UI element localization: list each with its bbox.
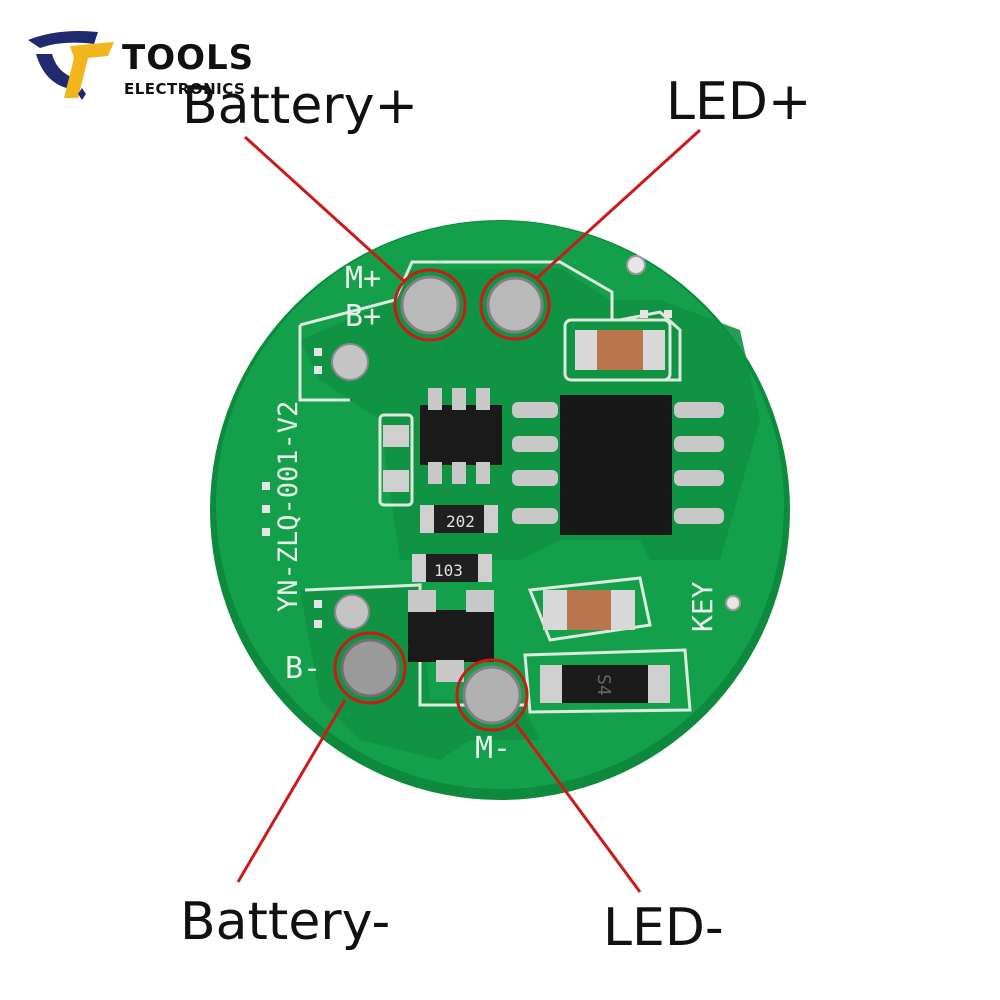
- silk-key: KEY: [686, 581, 719, 632]
- logo-subtitle: ELECTRONICS: [124, 80, 246, 98]
- silk-diode: S4: [593, 674, 614, 696]
- pad-battery-plus: [400, 275, 460, 335]
- leader-battery-plus: [243, 135, 407, 284]
- silk-res-202: 202: [446, 512, 475, 531]
- leader-led-plus: [535, 128, 702, 280]
- ring-battery-minus: [333, 631, 407, 705]
- silk-res-103: 103: [434, 561, 463, 580]
- ic-sot23: [420, 388, 502, 484]
- pad-battery-minus: [340, 638, 400, 698]
- ring-battery-plus: [393, 268, 467, 342]
- callout-markers: [236, 128, 702, 893]
- silk-m-minus: M-: [475, 731, 511, 766]
- ic-sop8: [512, 395, 724, 535]
- silk-b-minus: B-: [285, 651, 321, 686]
- test-points: [262, 310, 672, 628]
- silk-m-plus: M+: [345, 261, 381, 296]
- leader-battery-minus: [236, 699, 347, 883]
- pad-led-minus: [462, 665, 522, 725]
- brand-logo: [18, 18, 258, 108]
- label-battery-plus: Battery+: [182, 76, 419, 136]
- label-led-minus: LED-: [603, 898, 724, 958]
- solder-pads: [331, 255, 741, 725]
- label-battery-minus: Battery-: [180, 892, 391, 952]
- ring-led-minus: [455, 658, 529, 732]
- pad-led-plus: [486, 276, 544, 334]
- ic-sot23-bottom: [408, 590, 494, 682]
- ring-led-plus: [479, 269, 551, 341]
- leader-led-minus: [514, 723, 642, 893]
- silk-b-plus: B+: [345, 299, 381, 334]
- label-led-plus: LED+: [666, 72, 812, 132]
- silk-model: YN-ZLQ-001-V2: [273, 401, 304, 612]
- passive-components: [383, 330, 670, 703]
- logo-mark-icon: [28, 31, 114, 100]
- logo-title: TOOLS: [122, 38, 255, 78]
- silkscreen-text: M+ B+ B- M- KEY YN-ZLQ-001-V2 202 103 S4: [273, 261, 719, 766]
